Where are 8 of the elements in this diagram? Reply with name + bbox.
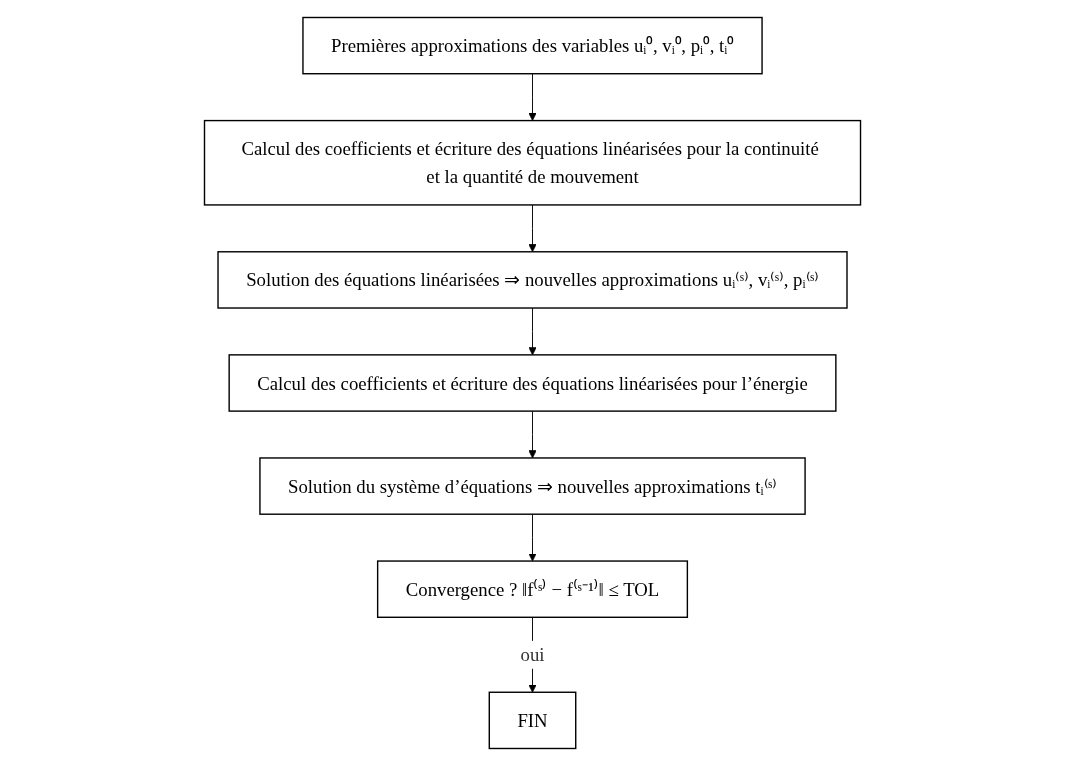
node-box: Convergence ? ‖f⁽ˢ⁾ − f⁽ˢ⁻¹⁾‖ ≤ TOL xyxy=(377,560,689,618)
edge-label: oui xyxy=(521,644,545,666)
node-box: Calcul des coefficients et écriture des équations linéarisées pour la continuité et la quantité de mouvement xyxy=(204,119,862,206)
node-box: Calcul des coefficients et écriture des équations linéarisées pour l’énergie xyxy=(228,354,838,412)
node-box: Premières approximations des variables uᵢ⁰, vᵢ⁰, pᵢ⁰, tᵢ⁰ xyxy=(302,16,764,75)
node-box: FIN xyxy=(489,691,577,750)
node-box: Solution du système d’équations ⇒ nouvelles approximations tᵢ⁽ˢ⁾ xyxy=(259,457,807,515)
node-box: Solution des équations linéarisées ⇒ nouvelles approximations uᵢ⁽ˢ⁾, vᵢ⁽ˢ⁾, pᵢ⁽ˢ⁾ xyxy=(217,251,849,309)
